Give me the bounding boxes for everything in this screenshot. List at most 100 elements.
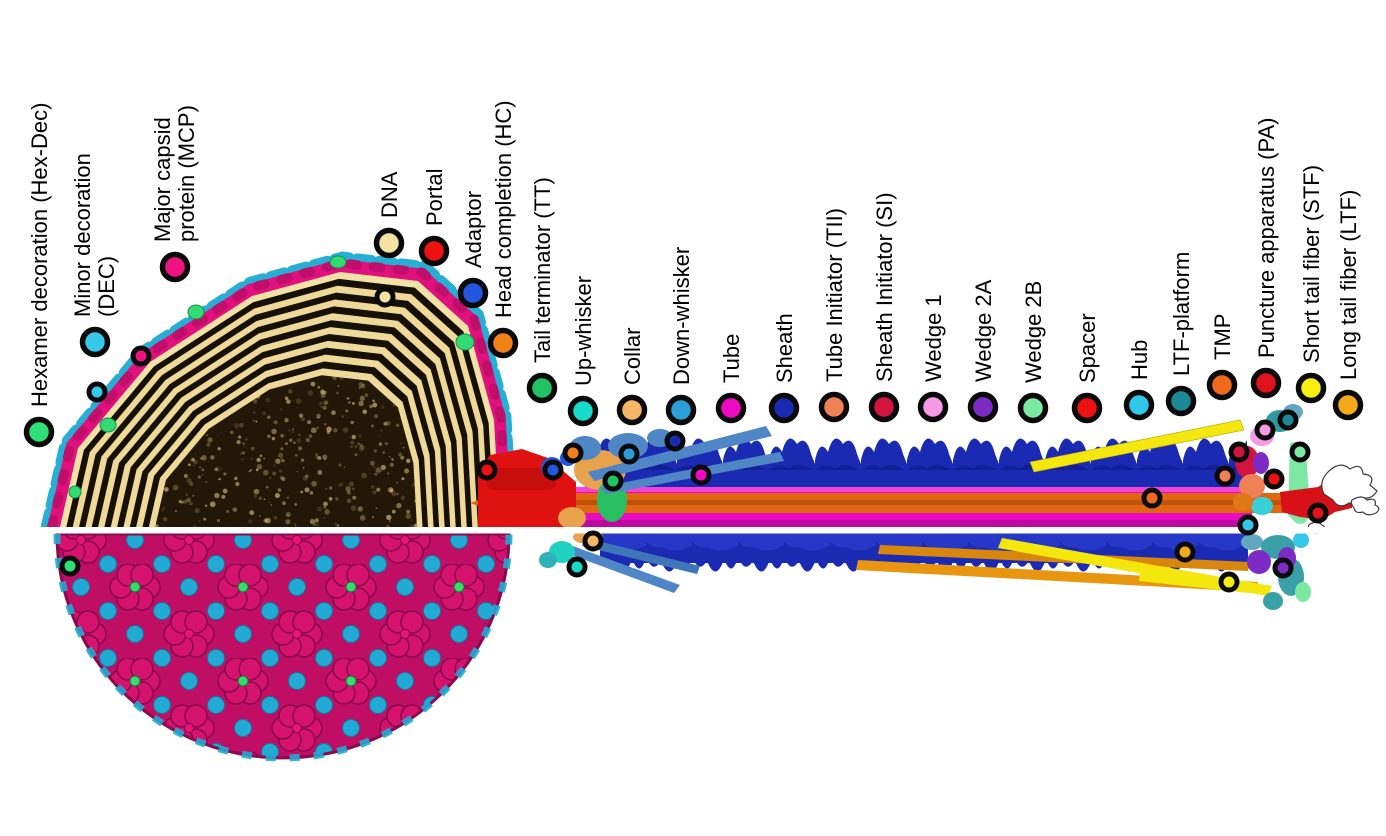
legend-item-pa: Puncture apparatus (PA) <box>1254 118 1280 396</box>
legend-swatch-tii <box>822 395 847 420</box>
legend-swatch-ltf_platform <box>1169 389 1194 414</box>
speckle <box>311 427 317 433</box>
speckle <box>251 447 255 451</box>
marker-wedge2a <box>1275 560 1291 576</box>
speckle <box>338 463 341 466</box>
marker-ltf <box>1177 544 1193 560</box>
speckle <box>360 515 366 521</box>
speckle <box>371 485 375 489</box>
speckle <box>175 510 177 512</box>
speckle <box>387 472 390 475</box>
speckle <box>294 503 297 506</box>
speckle <box>279 469 283 473</box>
speckle <box>270 504 272 506</box>
speckle <box>288 429 290 431</box>
speckle <box>249 510 254 515</box>
speckle <box>327 431 330 434</box>
speckle <box>298 434 300 436</box>
speckle <box>218 478 220 480</box>
speckle <box>245 438 247 440</box>
speckle <box>257 464 262 469</box>
marker-hub <box>1240 517 1256 533</box>
speckle <box>306 438 310 442</box>
legend-item-si: Sheath Initiator (SI) <box>872 192 898 419</box>
speckle <box>307 390 313 396</box>
speckle <box>331 410 336 415</box>
legend-swatch-dec <box>83 330 108 355</box>
speckle <box>280 447 283 450</box>
marker-mcp <box>133 348 149 364</box>
speckle <box>188 463 191 466</box>
legend-item-collar: Collar <box>620 328 646 423</box>
speckle <box>305 487 310 492</box>
speckle <box>220 432 221 433</box>
speckle <box>254 494 257 497</box>
speckle <box>350 440 354 444</box>
speckle <box>388 487 394 493</box>
speckle <box>352 435 356 439</box>
legend-swatch-dna <box>377 231 402 256</box>
speckle <box>263 457 265 459</box>
speckle <box>348 398 349 399</box>
legend-label-collar: Collar <box>620 328 645 385</box>
speckle <box>324 423 327 426</box>
speckle <box>361 473 367 479</box>
speckle <box>348 401 351 404</box>
speckle <box>289 439 292 442</box>
speckle <box>345 409 348 412</box>
speckle <box>360 396 365 401</box>
speckle <box>347 499 351 503</box>
speckle <box>329 497 333 501</box>
legend-swatch-ltf <box>1336 393 1361 418</box>
speckle <box>400 443 401 444</box>
marker-dec <box>89 384 105 400</box>
speckle <box>199 467 201 469</box>
speckle <box>238 435 242 439</box>
speckle <box>223 489 228 494</box>
legend-label-tmp: TMP <box>1210 314 1235 360</box>
speckle <box>323 406 327 410</box>
speckle <box>272 472 276 476</box>
speckle <box>239 423 244 428</box>
speckle <box>232 507 237 512</box>
speckle <box>301 417 305 421</box>
speckle <box>386 515 391 520</box>
speckle <box>335 523 337 525</box>
speckle <box>275 493 280 498</box>
speckle <box>210 455 214 459</box>
speckle <box>264 518 269 523</box>
speckle <box>390 463 394 467</box>
legend-label-ltf: Long tail fiber (LTF) <box>1336 190 1361 380</box>
speckle <box>256 458 260 462</box>
speckle <box>267 434 271 438</box>
speckle <box>254 489 260 495</box>
legend-swatch-up_whisker <box>571 399 596 424</box>
speckle <box>338 385 340 387</box>
marker-hex_dec <box>62 558 78 574</box>
speckle <box>372 403 377 408</box>
speckle <box>249 471 251 473</box>
speckle <box>315 518 319 522</box>
legend-label-dec: Minor decoration(DEC) <box>70 153 119 317</box>
speckle <box>374 414 378 418</box>
speckle <box>400 456 404 460</box>
marker-up_whisker <box>569 559 585 575</box>
speckle <box>321 406 323 408</box>
speckle <box>358 434 361 437</box>
speckle <box>201 468 204 471</box>
speckle <box>373 466 376 469</box>
legend-item-adaptor: Adaptor <box>461 191 487 306</box>
speckle <box>293 442 295 444</box>
legend-item-dna: DNA <box>377 171 403 255</box>
marker-down_whisker <box>621 446 637 462</box>
speckle <box>352 487 355 490</box>
speckle <box>262 411 267 416</box>
legend-item-down_whisker: Down-whisker <box>669 247 695 423</box>
legend-label-portal: Portal <box>422 169 447 226</box>
speckle <box>253 420 255 422</box>
speckle <box>381 405 385 409</box>
speckle <box>282 501 286 505</box>
speckle <box>269 477 271 479</box>
legend-item-portal: Portal <box>422 169 448 264</box>
speckle <box>192 495 194 497</box>
